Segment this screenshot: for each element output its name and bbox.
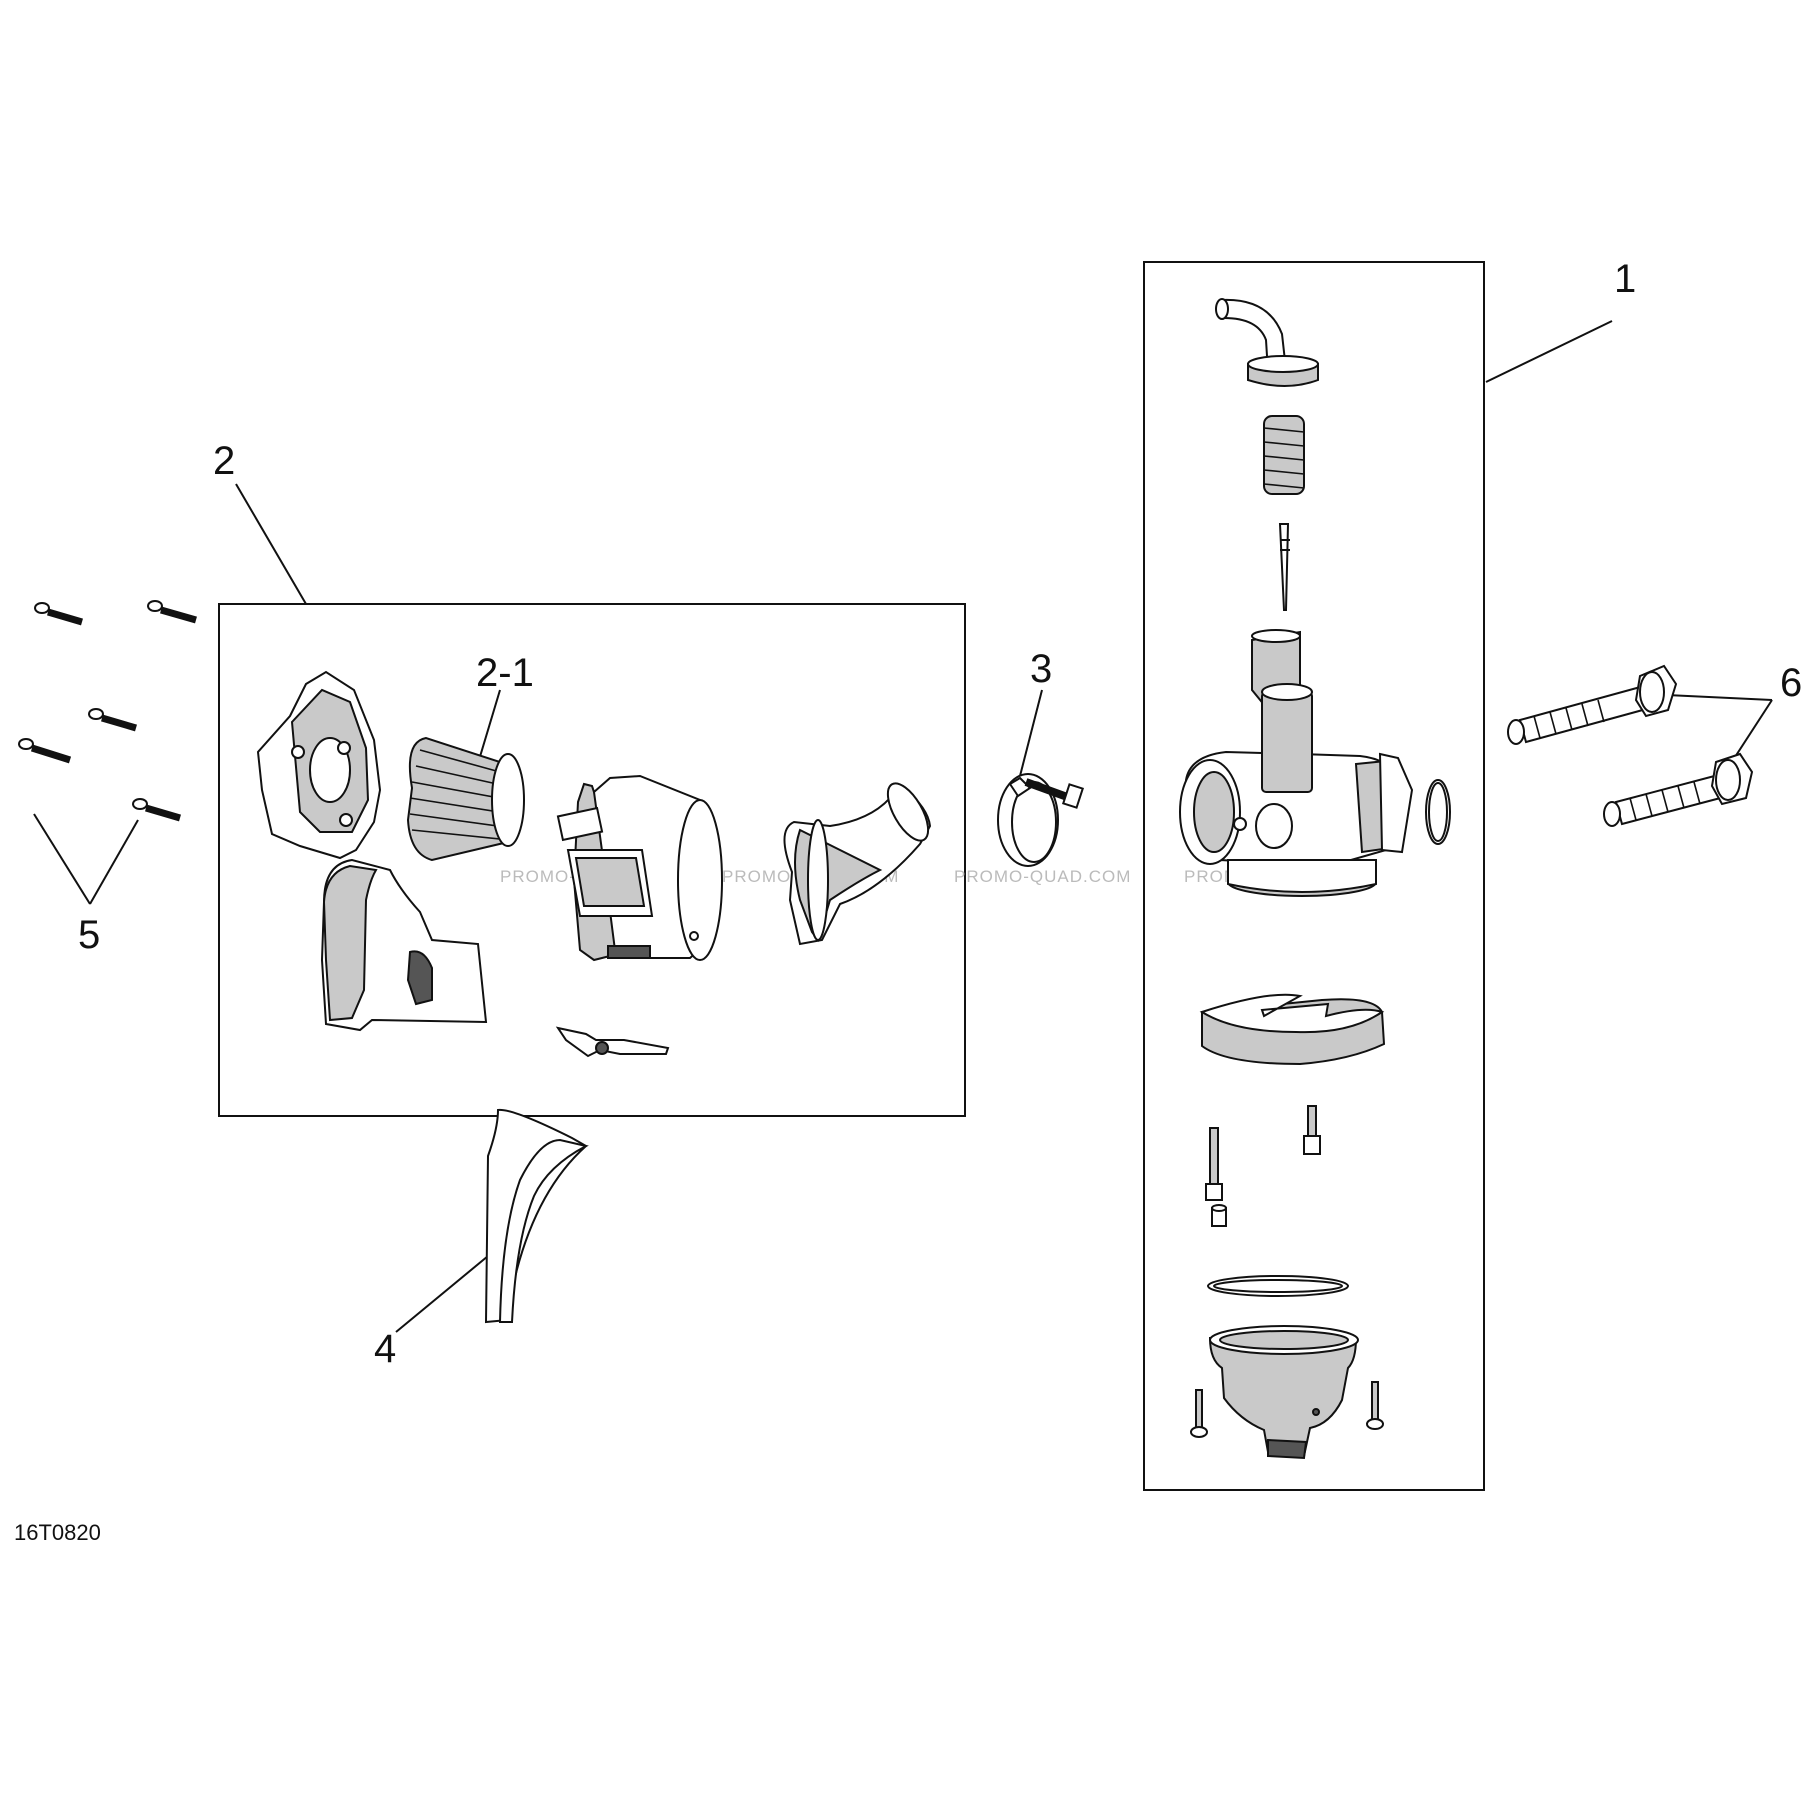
leader-1 [1485,320,1613,383]
screw-5-bottom-right [132,798,181,822]
leader-5a [33,813,91,905]
air-filter [406,736,525,862]
elbow-duct [783,782,932,946]
jet-2 [1303,1105,1321,1155]
throttle-spring [1263,415,1305,495]
jet-1 [1205,1127,1223,1201]
hose [484,1108,589,1324]
leader-4 [395,1255,489,1333]
o-ring-side [1425,779,1451,845]
jet-needle [1278,523,1290,611]
screw-5-middle [88,708,137,732]
watermark-3: PROMO-QUAD.COM [954,867,1131,886]
callout-3: 3 [1030,647,1052,691]
carburetor-body [1179,683,1414,897]
bowl-screw-left [1190,1389,1208,1438]
bowl-screw-right [1366,1381,1384,1430]
float-bowl [1208,1325,1359,1460]
airbox-housing [556,774,723,962]
leader-2 [235,483,307,605]
callout-5: 5 [78,913,100,957]
leader-3 [1019,689,1043,777]
airbox-cover [256,670,382,860]
reference-code: 16T0820 [14,1520,101,1545]
clamp [997,773,1085,867]
float [1199,993,1386,1066]
flange-bolt-top [1507,664,1678,745]
leader-5b [89,819,139,905]
callout-1: 1 [1614,257,1636,301]
small-clip [555,1026,670,1058]
callout-2: 2 [213,439,235,483]
float-bowl-gasket [1207,1275,1349,1297]
carburetor-cap [1215,298,1319,387]
jet-3 [1211,1204,1227,1227]
callout-4: 4 [374,1327,396,1371]
group-box-2 [218,603,966,1117]
screw-5-bottom-left [18,738,72,764]
callout-6: 6 [1780,661,1802,705]
screw-5-top-left [34,602,83,626]
flange-bolt-bottom [1603,752,1754,827]
callout-2-1: 2-1 [476,651,534,695]
screw-5-top-right [147,600,197,624]
group-box-1 [1143,261,1485,1491]
intake-duct [320,858,488,1032]
